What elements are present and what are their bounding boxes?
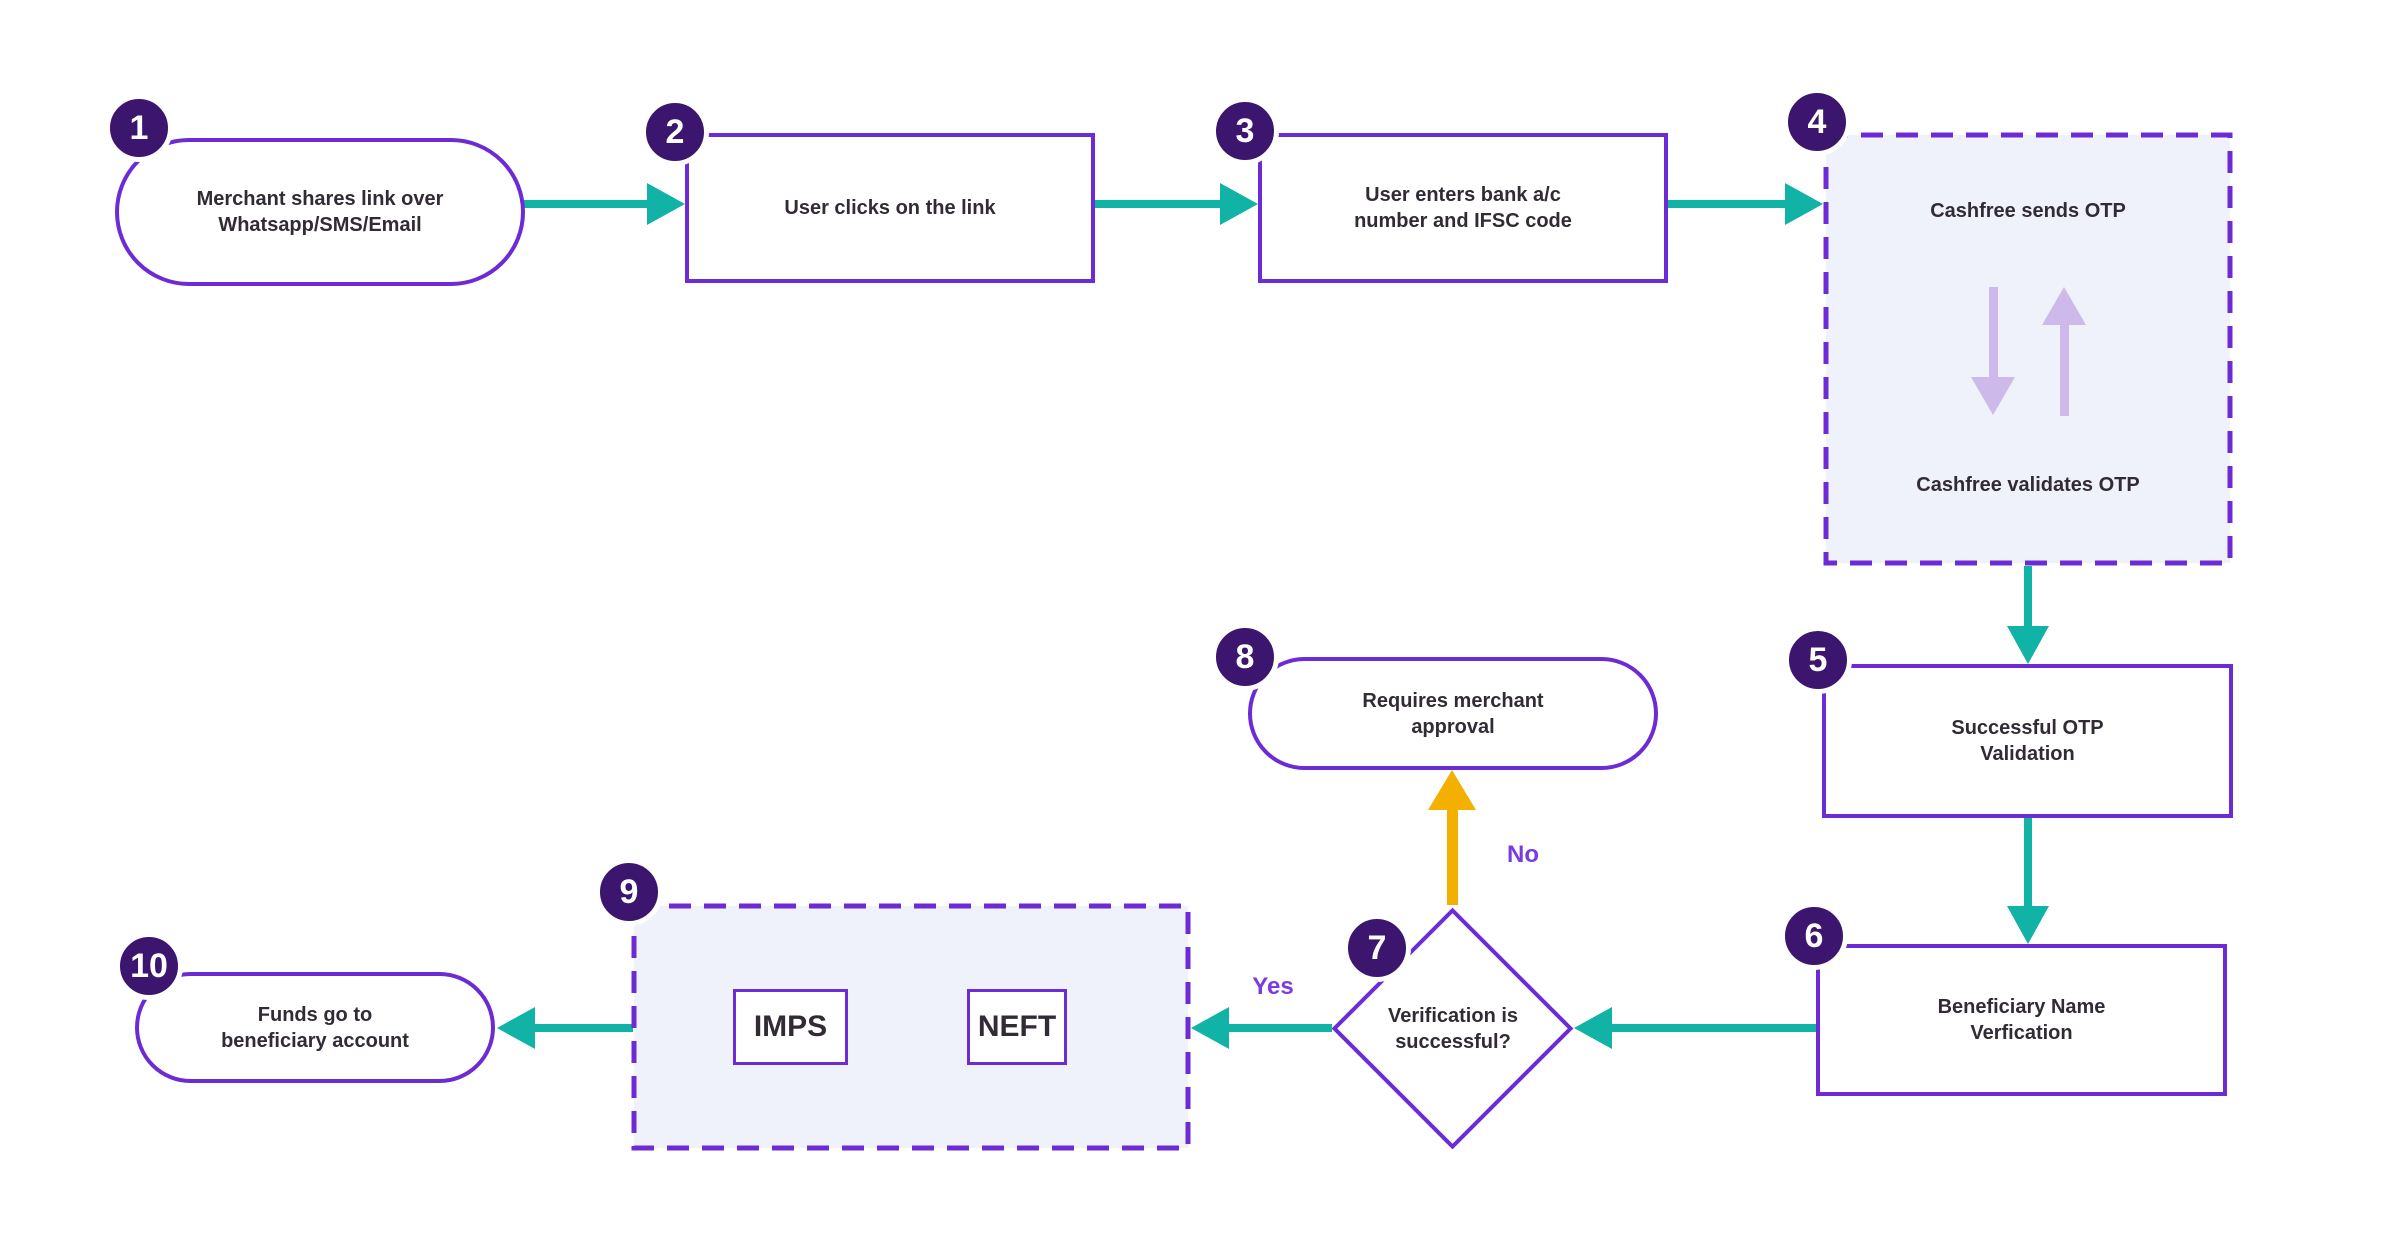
arrow-shaft <box>2024 566 2032 626</box>
dashed-border <box>631 903 1191 1151</box>
arrow-shaft <box>1093 200 1220 208</box>
otp-validate-text: Cashfree validates OTP <box>1916 474 2140 496</box>
arrow-step2-to-step3 <box>1093 183 1258 225</box>
node-successful-otp-validation-text: Successful OTP Validation <box>1951 717 2104 765</box>
arrow-no-step7-to-step8 <box>1428 770 1476 905</box>
node-beneficiary-name-verification: Beneficiary Name Verfication <box>1816 944 2227 1096</box>
arrow-step6-to-step7 <box>1574 1007 1816 1049</box>
arrow-step9-to-step10 <box>497 1007 633 1049</box>
node-funds-to-beneficiary-text: Funds go to beneficiary account <box>221 1003 409 1052</box>
arrow-yes-step7-to-step9 <box>1191 1007 1332 1049</box>
yes-branch-label: Yes <box>1252 973 1294 1000</box>
arrow-head-left-icon <box>1191 1007 1229 1049</box>
step-badge-5: 5 <box>1784 626 1852 694</box>
otp-down-arrow-icon <box>1971 377 2015 415</box>
node-user-clicks-link: User clicks on the link <box>685 133 1095 283</box>
node-merchant-shares-link-text: Merchant shares link over Whatsapp/SMS/E… <box>196 188 444 236</box>
arrow-shaft <box>1666 200 1785 208</box>
step-badge-1: 1 <box>105 94 173 162</box>
node-successful-otp-validation: Successful OTP Validation <box>1822 664 2233 818</box>
node-merchant-shares-link: Merchant shares link over Whatsapp/SMS/E… <box>115 138 525 286</box>
arrow-step1-to-step2 <box>523 183 685 225</box>
arrow-head-up-icon <box>1428 770 1476 810</box>
otp-down-arrow-shaft <box>1989 287 1998 379</box>
arrow-head-down-icon <box>2007 626 2049 664</box>
arrow-step5-to-step6 <box>2007 818 2049 944</box>
node-requires-merchant-approval: Requires merchant approval <box>1248 657 1658 770</box>
node-user-enters-bank-details-text: User enters bank a/c number and IFSC cod… <box>1354 184 1572 232</box>
arrow-head-right-icon <box>647 183 685 225</box>
node-funds-to-beneficiary: Funds go to beneficiary account <box>135 972 495 1083</box>
arrow-head-right-icon <box>1785 183 1823 225</box>
dashed-border <box>1823 132 2233 566</box>
step-badge-6: 6 <box>1780 902 1848 970</box>
decision-verification-successful-text: Verification is successful? <box>1387 1005 1519 1053</box>
otp-send-text: Cashfree sends OTP <box>1930 200 2126 222</box>
arrow-head-right-icon <box>1220 183 1258 225</box>
step-badge-10: 10 <box>115 932 183 1000</box>
imps-option-label: IMPS <box>753 1010 828 1043</box>
arrow-shaft <box>2024 818 2032 906</box>
step-badge-7: 7 <box>1343 914 1411 982</box>
step-badge-9: 9 <box>595 858 663 926</box>
step-badge-4: 4 <box>1783 88 1851 156</box>
arrow-head-down-icon <box>2007 906 2049 944</box>
imps-option: IMPS <box>733 989 848 1065</box>
arrow-shaft <box>1612 1024 1816 1032</box>
node-beneficiary-name-verification-text: Beneficiary Name Verfication <box>1937 996 2106 1044</box>
arrow-step4-to-step5 <box>2007 566 2049 664</box>
neft-option-label: NEFT <box>977 1010 1057 1043</box>
arrow-shaft <box>1447 808 1458 905</box>
node-requires-merchant-approval-text: Requires merchant approval <box>1362 689 1544 738</box>
arrow-shaft <box>523 200 647 208</box>
otp-up-arrow-icon <box>2042 287 2086 325</box>
otp-up-arrow-shaft <box>2060 323 2069 416</box>
node-user-enters-bank-details: User enters bank a/c number and IFSC cod… <box>1258 133 1668 283</box>
step-badge-8: 8 <box>1211 623 1279 691</box>
step-badge-3: 3 <box>1211 97 1279 165</box>
arrow-head-left-icon <box>497 1007 535 1049</box>
panel-payout-modes: IMPS NEFT <box>631 903 1191 1151</box>
arrow-shaft <box>1229 1024 1332 1032</box>
node-user-clicks-link-text: User clicks on the link <box>784 197 996 219</box>
arrow-step3-to-step4 <box>1666 183 1823 225</box>
neft-option: NEFT <box>967 989 1067 1065</box>
panel-otp-exchange: Cashfree sends OTP Cashfree validates OT… <box>1823 132 2233 566</box>
step-badge-2: 2 <box>641 98 709 166</box>
arrow-shaft <box>535 1024 633 1032</box>
arrow-head-left-icon <box>1574 1007 1612 1049</box>
no-branch-label: No <box>1507 841 1539 868</box>
